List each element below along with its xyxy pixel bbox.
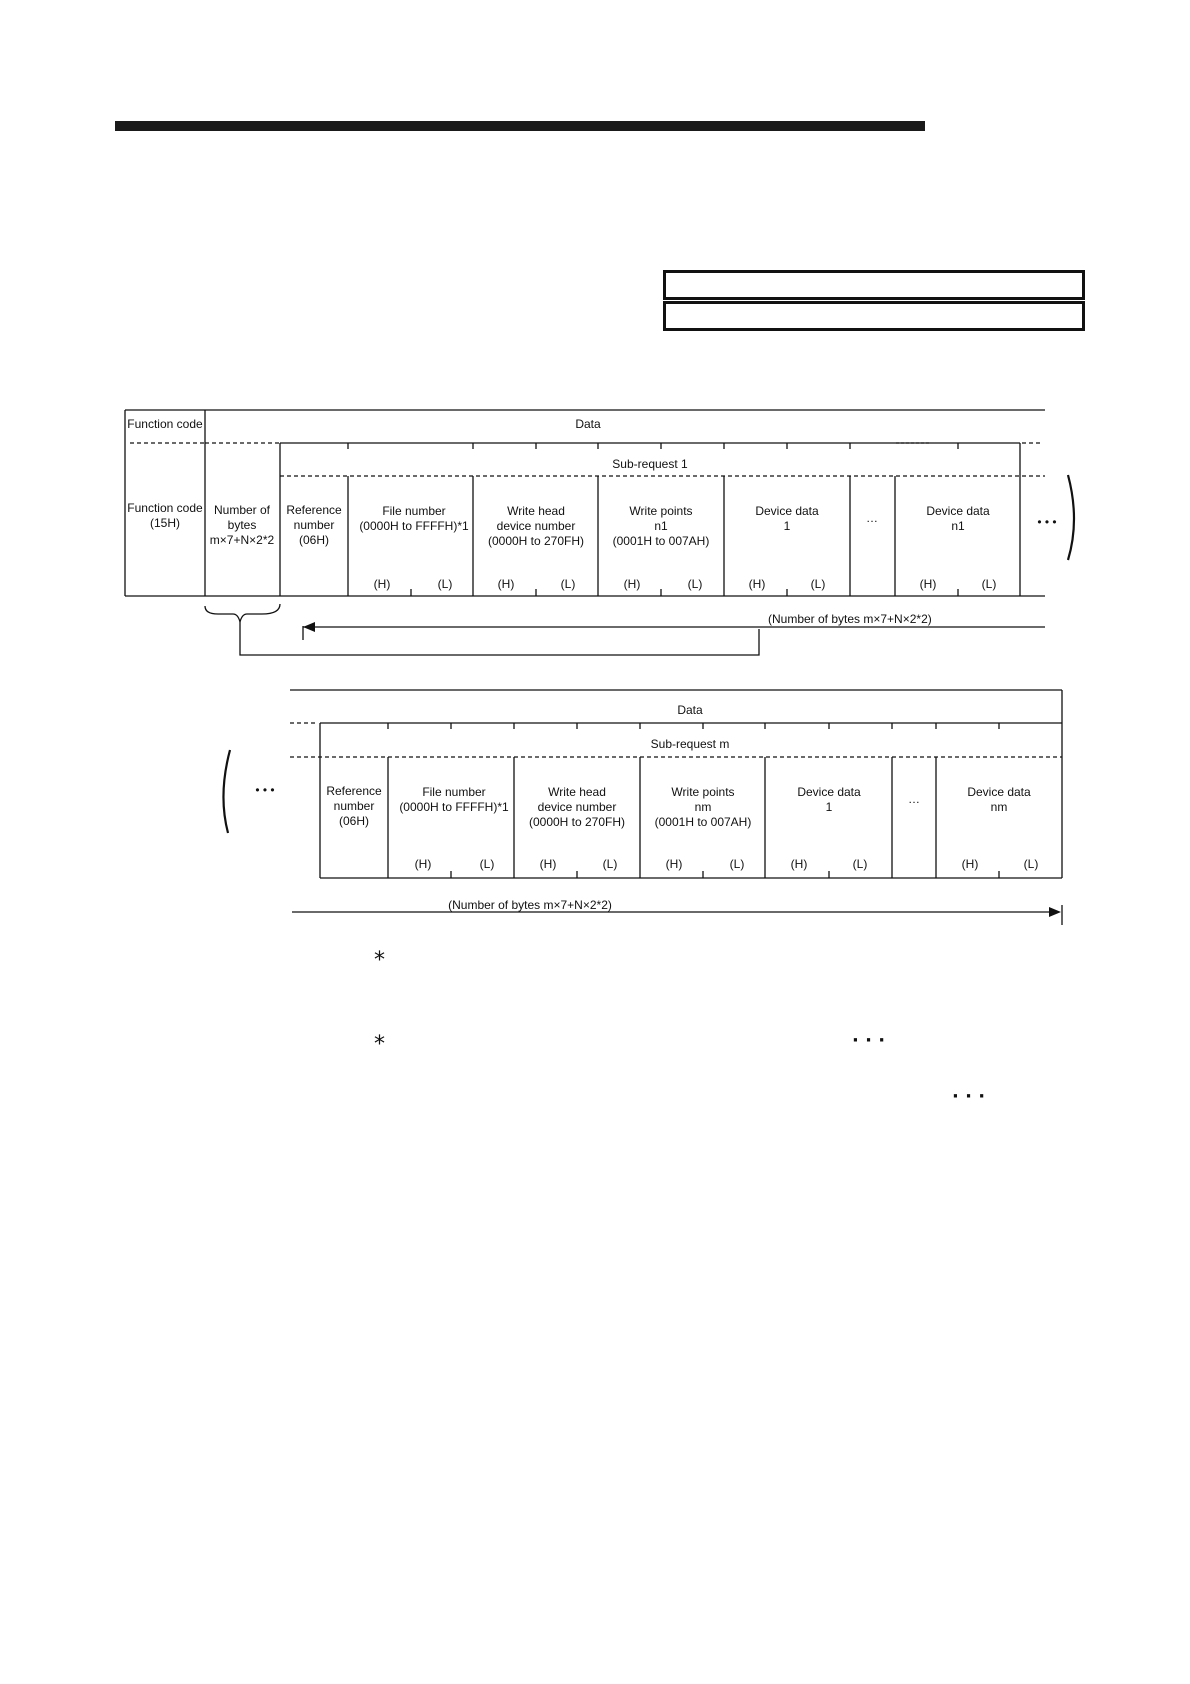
field-write-points-line: Write points xyxy=(671,785,734,799)
hl-low: (L) xyxy=(853,857,868,871)
hl-high: (H) xyxy=(415,857,432,871)
field-ellipsis: … xyxy=(908,792,920,806)
sub-request-label: Sub-request 1 xyxy=(612,457,688,471)
field-file-number-line: (0000H to FFFFH)*1 xyxy=(399,800,509,814)
footnote-star-1: * xyxy=(374,948,385,973)
hl-low: (L) xyxy=(561,577,576,591)
field-write-points-line: nm xyxy=(695,800,712,814)
field-write-head-line: device number xyxy=(538,800,617,814)
field-ellipsis: … xyxy=(866,511,878,525)
sub-request-label: Sub-request m xyxy=(651,737,730,751)
field-file-number-line: (0000H to FFFFH)*1 xyxy=(359,519,469,533)
data-header: Data xyxy=(575,417,601,431)
byte-span-label: (Number of bytes m×7+N×2*2) xyxy=(448,898,612,912)
header-box-top xyxy=(663,270,1085,300)
number-of-bytes-line: bytes xyxy=(228,518,257,532)
field-write-points-line: (0001H to 007AH) xyxy=(613,534,710,548)
field-write-head-line: Write head xyxy=(548,785,606,799)
field-device-data-1-line: Device data xyxy=(797,785,861,799)
function-code-cell-line: Function code xyxy=(127,501,203,515)
field-reference-line: (06H) xyxy=(299,533,329,547)
function-code-header: Function code xyxy=(127,417,203,431)
hl-low: (L) xyxy=(982,577,997,591)
field-file-number-line: File number xyxy=(382,504,445,518)
hl-high: (H) xyxy=(666,857,683,871)
hl-high: (H) xyxy=(624,577,641,591)
hl-low: (L) xyxy=(730,857,745,871)
data-header: Data xyxy=(677,703,703,717)
field-write-head-line: (0000H to 270FH) xyxy=(488,534,584,548)
footnote-dots-2: · · · xyxy=(952,1086,986,1107)
field-device-data-1-line: 1 xyxy=(784,519,791,533)
number-of-bytes-line: m×7+N×2*2 xyxy=(210,533,275,547)
continuation-dots: • • • xyxy=(255,783,274,797)
hl-low: (L) xyxy=(811,577,826,591)
field-reference-line: Reference xyxy=(286,503,342,517)
hl-low: (L) xyxy=(438,577,453,591)
number-of-bytes-line: Number of xyxy=(214,503,271,517)
hl-high: (H) xyxy=(749,577,766,591)
field-device-data-n-line: Device data xyxy=(967,785,1031,799)
field-file-number-line: File number xyxy=(422,785,485,799)
function-code-cell-line: (15H) xyxy=(150,516,180,530)
field-reference-line: (06H) xyxy=(339,814,369,828)
footnote-dots-1: · · · xyxy=(852,1030,886,1051)
top-rule xyxy=(115,121,925,131)
field-device-data-1-line: 1 xyxy=(826,800,833,814)
field-device-data-n-line: nm xyxy=(991,800,1008,814)
hl-high: (H) xyxy=(374,577,391,591)
hl-high: (H) xyxy=(498,577,515,591)
header-box-bottom xyxy=(663,301,1085,331)
field-write-head-line: Write head xyxy=(507,504,565,518)
hl-low: (L) xyxy=(1024,857,1039,871)
hl-high: (H) xyxy=(920,577,937,591)
field-device-data-n-line: n1 xyxy=(951,519,965,533)
continuation-dots: • • • xyxy=(1037,515,1056,529)
field-write-points-line: n1 xyxy=(654,519,668,533)
hl-high: (H) xyxy=(791,857,808,871)
field-device-data-1-line: Device data xyxy=(755,504,819,518)
field-write-head-line: (0000H to 270FH) xyxy=(529,815,625,829)
field-write-head-line: device number xyxy=(497,519,576,533)
field-reference-line: number xyxy=(294,518,335,532)
hl-low: (L) xyxy=(688,577,703,591)
byte-span-label: (Number of bytes m×7+N×2*2) xyxy=(768,612,932,626)
hl-low: (L) xyxy=(603,857,618,871)
field-write-points-line: (0001H to 007AH) xyxy=(655,815,752,829)
hl-low: (L) xyxy=(480,857,495,871)
hl-high: (H) xyxy=(962,857,979,871)
field-reference-line: Reference xyxy=(326,784,382,798)
field-write-points-line: Write points xyxy=(629,504,692,518)
hl-high: (H) xyxy=(540,857,557,871)
field-device-data-n-line: Device data xyxy=(926,504,990,518)
footnote-star-2: * xyxy=(374,1032,385,1057)
field-reference-line: number xyxy=(334,799,375,813)
